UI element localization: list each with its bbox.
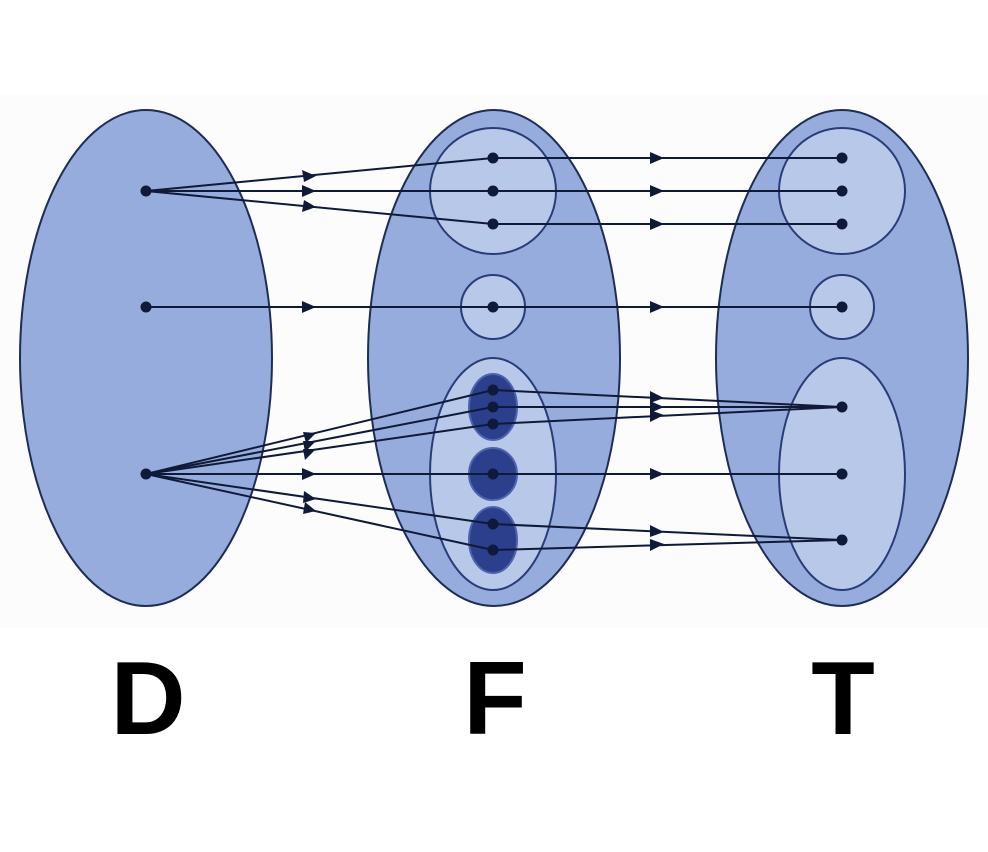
dot-icon	[487, 518, 499, 530]
dot-icon	[836, 301, 848, 313]
arrowhead-icon	[650, 410, 664, 422]
arrowhead-icon	[303, 432, 316, 443]
arrowhead-icon	[650, 185, 664, 197]
set-d	[19, 109, 273, 607]
set-label-f: F	[463, 641, 527, 757]
arrowhead-icon	[302, 185, 316, 197]
dot-icon	[487, 418, 499, 430]
arrow-f10-t7	[492, 539, 843, 551]
set-f	[367, 109, 621, 607]
dot-icon	[487, 152, 499, 164]
set-t	[715, 109, 969, 607]
arrowhead-icon	[302, 170, 316, 182]
dot-icon	[836, 218, 848, 230]
arrowhead-icon	[302, 301, 316, 313]
arrow-d1-f1	[145, 157, 494, 192]
arrowhead-icon	[302, 200, 316, 212]
arrowhead-icon	[650, 152, 664, 164]
dot-icon	[487, 218, 499, 230]
arrow-f9-t7	[492, 523, 843, 541]
arrowhead-icon	[650, 468, 664, 480]
mapping-arrows	[145, 157, 843, 551]
arrow-d3-f10	[145, 473, 494, 551]
arrowheads	[302, 152, 664, 551]
dot-icon	[140, 301, 152, 313]
arrowhead-icon	[303, 491, 316, 503]
arrow-f5-t5	[492, 389, 843, 408]
arrowhead-icon	[303, 449, 316, 460]
arrowhead-icon	[650, 218, 664, 230]
arrow-d1-f3	[145, 190, 494, 225]
dot-icon	[487, 185, 499, 197]
arrow-d3-f7	[145, 423, 494, 475]
arrowhead-icon	[650, 391, 664, 403]
dot-icon	[140, 468, 152, 480]
arrowhead-icon	[303, 502, 316, 514]
dot-icon	[836, 468, 848, 480]
arrowhead-icon	[650, 539, 664, 551]
arrowhead-icon	[302, 468, 316, 480]
dot-icon	[836, 534, 848, 546]
set-f-dark-group-lower	[468, 506, 518, 574]
arrow-d3-f6	[145, 406, 494, 475]
dot-icon	[836, 152, 848, 164]
dot-icon	[487, 468, 499, 480]
dot-icon	[487, 384, 499, 396]
arrowhead-icon	[650, 401, 664, 413]
arrow-f7-t5	[492, 406, 843, 425]
set-label-d: D	[110, 641, 185, 757]
arrowhead-icon	[650, 301, 664, 313]
dot-icon	[140, 185, 152, 197]
dot-icon	[487, 401, 499, 413]
dot-icon	[487, 544, 499, 556]
dot-icon	[836, 185, 848, 197]
dot-icon	[836, 401, 848, 413]
arrowhead-icon	[650, 525, 664, 537]
element-points	[140, 152, 848, 556]
dot-icon	[487, 301, 499, 313]
set-label-t: T	[811, 641, 875, 757]
arrow-d3-f5	[145, 389, 494, 475]
arrow-d3-f9	[145, 473, 494, 525]
set-d-ellipse	[19, 109, 273, 607]
